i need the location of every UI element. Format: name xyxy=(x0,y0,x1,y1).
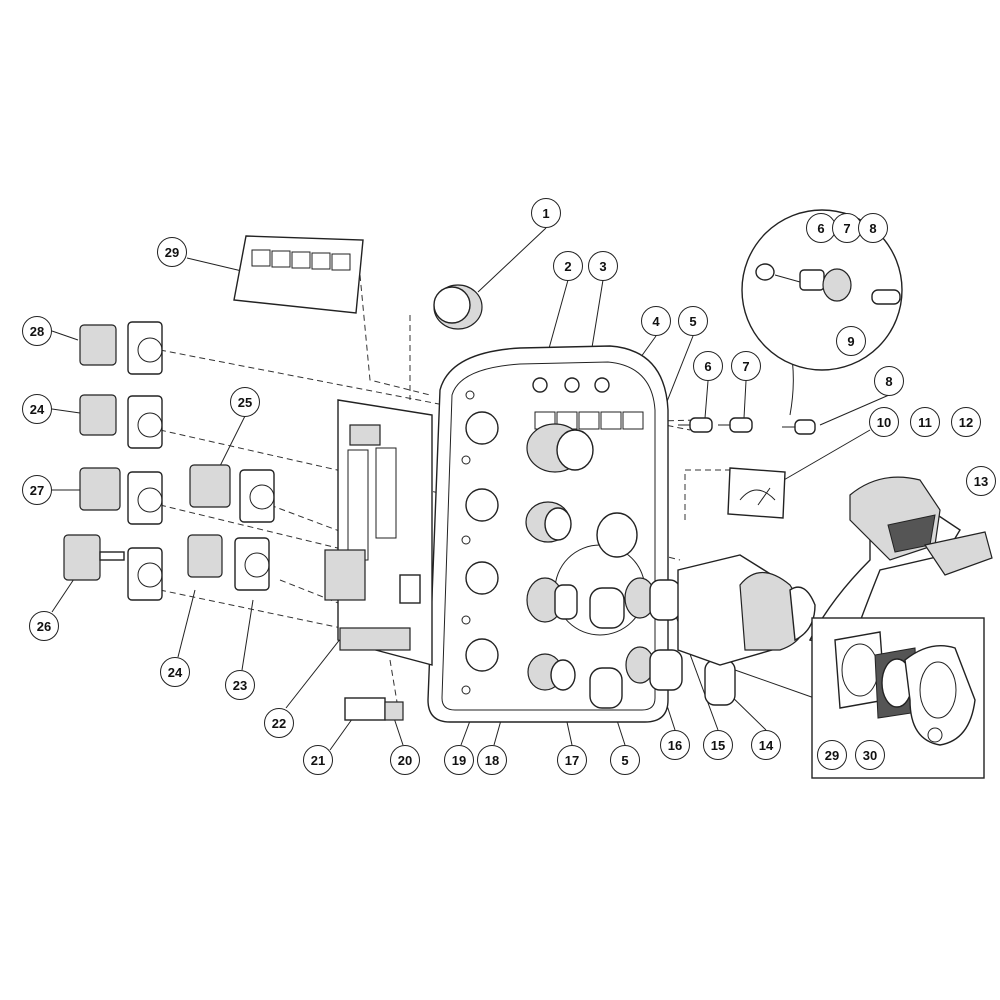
callout-10: 10 xyxy=(869,407,899,437)
callout-6: 6 xyxy=(806,213,836,243)
callout-4: 4 xyxy=(641,306,671,336)
label-sheet xyxy=(233,235,364,314)
callout-26: 26 xyxy=(29,611,59,641)
callout-17: 17 xyxy=(557,745,587,775)
indicator-lamps xyxy=(678,417,816,435)
switch-modules xyxy=(63,321,275,601)
callout-28: 28 xyxy=(22,316,52,346)
callout-21: 21 xyxy=(303,745,333,775)
callout-29: 29 xyxy=(157,237,187,267)
circuit-board xyxy=(324,399,433,666)
gauge-part xyxy=(727,467,786,519)
callout-19: 19 xyxy=(444,745,474,775)
buzzer-part xyxy=(433,284,483,330)
joystick-part xyxy=(677,554,816,666)
handle-assembly xyxy=(808,476,993,651)
callout-5: 5 xyxy=(678,306,708,336)
callout-2: 2 xyxy=(553,251,583,281)
callout-24: 24 xyxy=(22,394,52,424)
callout-7: 7 xyxy=(832,213,862,243)
relay-part xyxy=(344,697,404,721)
callout-15: 15 xyxy=(703,730,733,760)
callout-24: 24 xyxy=(160,657,190,687)
callout-13: 13 xyxy=(966,466,996,496)
callout-5: 5 xyxy=(610,745,640,775)
callout-16: 16 xyxy=(660,730,690,760)
callout-3: 3 xyxy=(588,251,618,281)
controls xyxy=(525,423,736,709)
callout-8: 8 xyxy=(858,213,888,243)
gasket-inset xyxy=(811,617,985,779)
callout-7: 7 xyxy=(731,351,761,381)
callout-20: 20 xyxy=(390,745,420,775)
callout-27: 27 xyxy=(22,475,52,505)
callout-12: 12 xyxy=(951,407,981,437)
callout-18: 18 xyxy=(477,745,507,775)
callout-14: 14 xyxy=(751,730,781,760)
callout-1: 1 xyxy=(531,198,561,228)
callout-23: 23 xyxy=(225,670,255,700)
callout-25: 25 xyxy=(230,387,260,417)
callout-22: 22 xyxy=(264,708,294,738)
callout-6: 6 xyxy=(693,351,723,381)
callout-30: 30 xyxy=(855,740,885,770)
callout-29: 29 xyxy=(817,740,847,770)
callout-9: 9 xyxy=(836,326,866,356)
callout-11: 11 xyxy=(910,407,940,437)
callout-8: 8 xyxy=(874,366,904,396)
